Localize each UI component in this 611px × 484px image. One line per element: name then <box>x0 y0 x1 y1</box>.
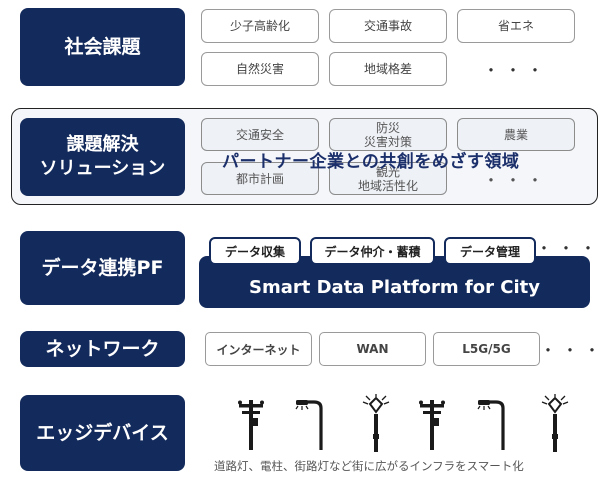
utility-pole-icon <box>233 396 269 450</box>
smart-street-light-icon <box>537 394 573 452</box>
issue-chip: 省エネ <box>457 9 575 43</box>
solution-chip: 交通安全 <box>201 118 319 151</box>
layer-label-social-issues: 社会課題 <box>20 8 185 86</box>
network-chip: WAN <box>319 332 426 366</box>
utility-pole-icon <box>414 396 450 450</box>
edge-caption: 道路灯、電柱、街路灯など街に広がるインフラをスマート化 <box>214 459 524 473</box>
more-ellipsis: ・・・ <box>536 239 603 258</box>
layer-label-network: ネットワーク <box>20 331 185 367</box>
street-light-icon <box>292 396 332 450</box>
platform-name: Smart Data Platform for City <box>249 276 540 298</box>
issue-chip: 地域格差 <box>329 52 447 86</box>
layer-label-edge-devices: エッジデバイス <box>20 395 185 471</box>
issue-chip: 交通事故 <box>329 9 447 43</box>
street-light-icon <box>474 396 514 450</box>
solution-chip: 農業 <box>457 118 575 151</box>
solution-chip: 都市計画 <box>201 162 319 195</box>
more-ellipsis: ・・・ <box>540 341 607 360</box>
issue-chip: 自然災害 <box>201 52 319 86</box>
more-ellipsis: ・・・ <box>482 61 549 80</box>
solution-chip: 防災 災害対策 <box>329 118 447 151</box>
network-chip: インターネット <box>205 332 312 366</box>
layer-label-solutions: 課題解決 ソリューション <box>20 118 185 196</box>
platform-function-chip: データ管理 <box>444 237 536 265</box>
layer-label-data-platform: データ連携PF <box>20 231 185 305</box>
more-ellipsis: ・・・ <box>482 170 549 190</box>
platform-function-chip: データ仲介・蓄積 <box>310 237 435 265</box>
network-chip: L5G/5G <box>433 332 540 366</box>
issue-chip: 少子高齢化 <box>201 9 319 43</box>
smart-street-light-icon <box>358 394 394 452</box>
solution-chip: 観光 地域活性化 <box>329 162 447 195</box>
platform-function-chip: データ収集 <box>209 237 301 265</box>
co-creation-overlay-text: パートナー企業との共創をめざす領域 <box>222 152 520 172</box>
